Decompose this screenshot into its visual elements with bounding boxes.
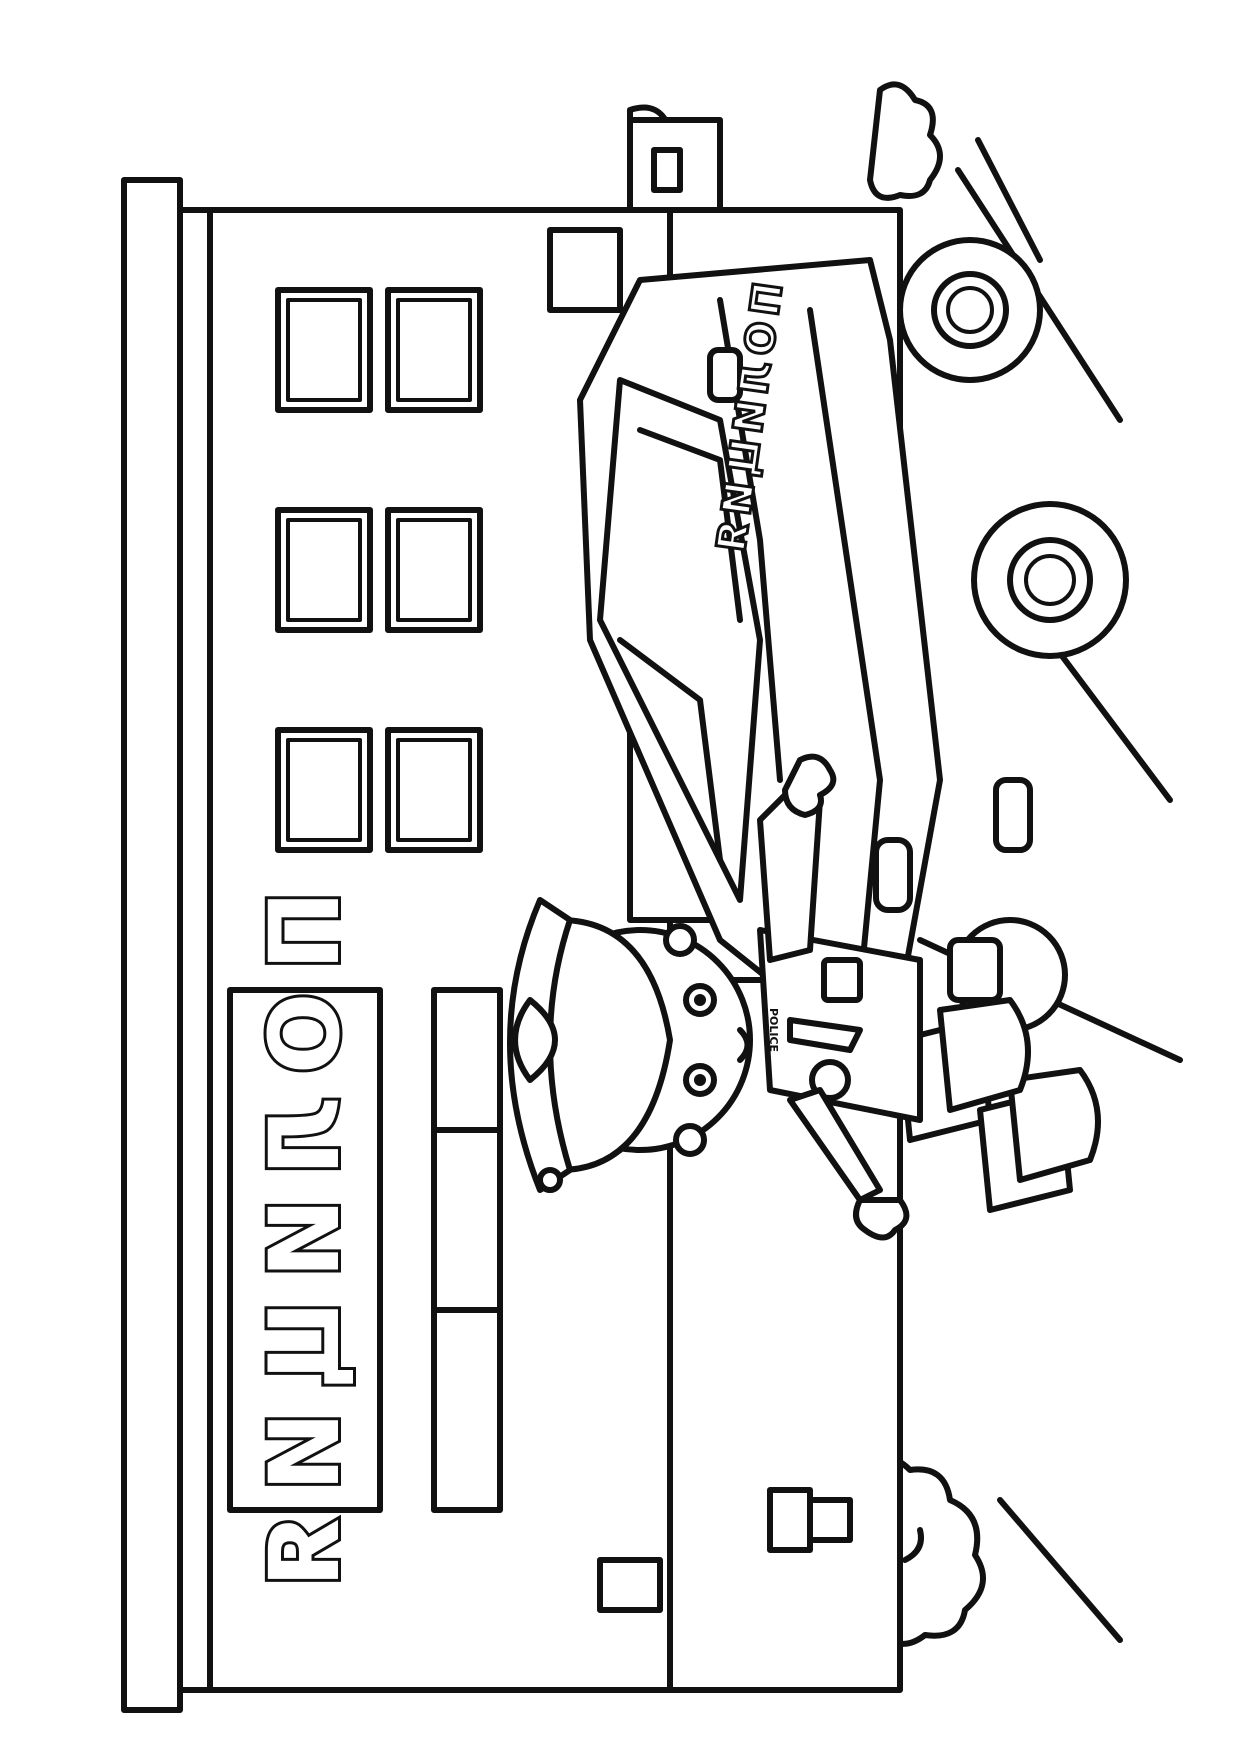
eye [694, 994, 706, 1006]
station-sign-text: ПОЛИЦИЯ [249, 890, 361, 1609]
police-officer: POLICE [507, 753, 1101, 1241]
station-sign-board [227, 987, 383, 1513]
windows [275, 287, 483, 853]
officer-badge-text: POLICE [767, 1008, 780, 1052]
bush-top-small [867, 81, 943, 201]
waving-hand [782, 753, 837, 818]
scene: ПОЛИЦИЯ [121, 81, 1183, 1713]
police-car: ПОЛИЦИЯ [577, 237, 1129, 1033]
smile [737, 1027, 751, 1063]
hat-badge [512, 997, 558, 1083]
eye [694, 1074, 706, 1086]
roof-window [651, 147, 683, 193]
